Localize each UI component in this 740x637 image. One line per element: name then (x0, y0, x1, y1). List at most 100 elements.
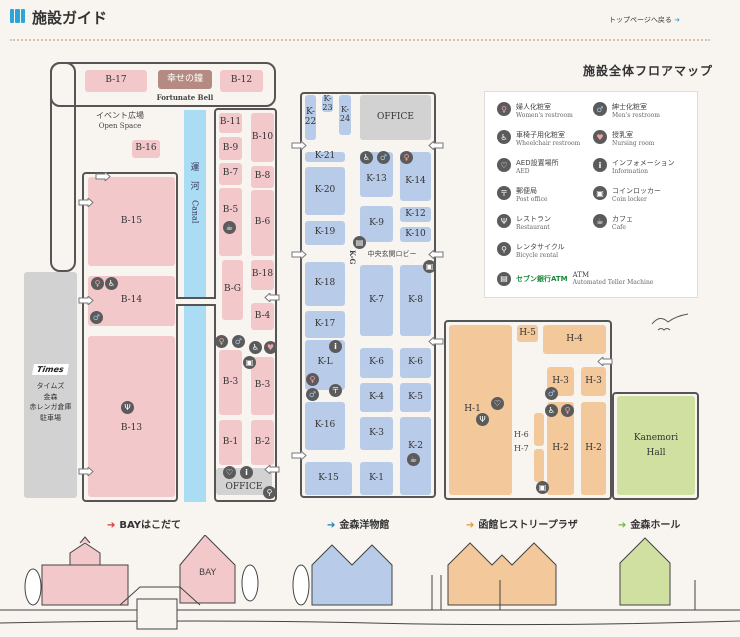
shop-b16[interactable]: B-16 (132, 140, 160, 158)
shop-k6[interactable]: K-6 (400, 348, 431, 378)
fortunate-bell-label: Fortunate Bell (156, 93, 214, 102)
legend-label-en: Bicycle rental (516, 252, 559, 259)
womens-restroom-icon[interactable] (306, 373, 319, 386)
coin-locker-icon[interactable] (536, 481, 549, 494)
restaurant-icon[interactable] (121, 401, 134, 414)
legend-label-en: Post office (516, 196, 548, 203)
mens-restroom-icon[interactable] (377, 151, 390, 164)
womens-restroom-icon[interactable] (91, 277, 104, 290)
shop-k7[interactable]: K-7 (360, 265, 393, 336)
kanemori-office[interactable]: OFFICE (360, 95, 431, 140)
shop-b18[interactable]: B-18 (251, 260, 274, 290)
wheelchair-restroom-icon[interactable] (249, 341, 262, 354)
cafe-icon[interactable] (407, 453, 420, 466)
shop-b12[interactable]: B-12 (220, 70, 263, 92)
shop-b15[interactable]: B-15 (88, 177, 175, 266)
fortunate-bell[interactable]: 幸せの鐘 (158, 70, 212, 89)
canal-label: 運 (190, 163, 200, 173)
shop-k18[interactable]: K-18 (305, 262, 345, 306)
womens-restroom-icon[interactable] (400, 151, 413, 164)
wheelchair-restroom-icon[interactable] (105, 277, 118, 290)
shop-h6[interactable] (534, 413, 544, 446)
entrance-arrow-icon (428, 141, 444, 150)
shop-k21[interactable]: K-21 (305, 151, 345, 162)
shop-k4[interactable]: K-4 (360, 383, 393, 412)
aed-icon[interactable] (223, 466, 236, 479)
shop-b6[interactable]: B-6 (251, 190, 274, 256)
hall-label: Hall (646, 447, 666, 458)
shop-k8[interactable]: K-8 (400, 265, 431, 336)
wheelchair-restroom-icon[interactable] (545, 404, 558, 417)
shop-k19[interactable]: K-19 (305, 221, 345, 245)
link-kanemori-hall[interactable]: ➔金森ホール (618, 516, 680, 531)
shop-h5[interactable]: H-5 (517, 325, 538, 342)
shop-b2[interactable]: B-2 (251, 420, 274, 465)
shop-b11[interactable]: B-11 (219, 113, 242, 133)
shop-k12[interactable]: K-12 (400, 207, 431, 222)
shop-k17[interactable]: K-17 (305, 311, 345, 338)
restaurant-icon[interactable] (476, 413, 489, 426)
mens-restroom-icon[interactable] (306, 388, 319, 401)
times-parking[interactable]: Times タイムズ 金森 赤レンガ倉庫 駐車場 (24, 272, 77, 498)
shop-h3[interactable]: H-3 (581, 367, 606, 396)
open-space-jp: イベント広場 (96, 111, 144, 120)
back-to-top-link[interactable]: トップページへ戻る ➔ (609, 15, 680, 25)
shop-b3[interactable]: B-3 (219, 350, 242, 415)
coin-locker-icon[interactable] (423, 260, 436, 273)
shop-b8[interactable]: B-8 (251, 166, 274, 188)
shop-h4[interactable]: H-4 (543, 325, 606, 354)
cafe-icon[interactable] (223, 221, 236, 234)
post-office-icon[interactable] (329, 384, 342, 397)
wheelchair-restroom-icon[interactable] (360, 151, 373, 164)
information-icon[interactable] (240, 466, 253, 479)
shop-h2[interactable]: H-2 (547, 402, 574, 495)
coin-locker-icon[interactable] (243, 356, 256, 369)
atm-icon[interactable] (353, 236, 366, 249)
legend-label: カフェ (612, 215, 633, 223)
shop-k24[interactable]: K-24 (339, 95, 351, 135)
link-kanemori-yobutsukan[interactable]: ➔金森洋物館 (327, 516, 389, 531)
shop-h7[interactable] (534, 449, 544, 482)
shop-h2[interactable]: H-2 (581, 402, 606, 495)
shop-b10[interactable]: B-10 (251, 113, 274, 162)
aed-icon[interactable] (491, 397, 504, 410)
mens-restroom-icon[interactable] (90, 311, 103, 324)
legend-label-en: Cafe (612, 224, 626, 231)
shop-b1[interactable]: B-1 (219, 420, 242, 465)
shop-k9[interactable]: K-9 (360, 206, 393, 242)
shop-k22[interactable]: K-22 (305, 95, 316, 140)
shop-b13[interactable]: B-13 (88, 336, 175, 497)
nursing-room-icon[interactable] (264, 341, 277, 354)
womens-restroom-icon[interactable] (215, 335, 228, 348)
bicycle-rental-icon[interactable] (263, 486, 276, 499)
mens-restroom-icon[interactable] (545, 387, 558, 400)
aed-icon (497, 158, 511, 172)
shop-bg[interactable]: B-G (222, 260, 243, 320)
shop-b7[interactable]: B-7 (219, 163, 242, 185)
shop-k6[interactable]: K-6 (360, 348, 393, 378)
shop-k5[interactable]: K-5 (400, 383, 431, 412)
link-bay-hakodate[interactable]: ➔BAYはこだて (107, 516, 181, 531)
shop-b17[interactable]: B-17 (85, 70, 147, 92)
shop-k20[interactable]: K-20 (305, 167, 345, 215)
shop-b4[interactable]: B-4 (251, 303, 274, 330)
link-hakodate-history-plaza[interactable]: ➔函館ヒストリープラザ (466, 516, 578, 531)
legend-label: 授乳室 (612, 131, 633, 139)
shop-k15[interactable]: K-15 (305, 462, 352, 495)
shop-k16[interactable]: K-16 (305, 402, 345, 450)
information-icon[interactable] (329, 340, 342, 353)
shop-b9[interactable]: B-9 (219, 137, 242, 160)
entrance-arrow-icon (291, 451, 307, 460)
womens-restroom-icon[interactable] (561, 404, 574, 417)
shop-k23[interactable]: K-23 (322, 93, 333, 112)
shop-k3[interactable]: K-3 (360, 417, 393, 450)
shop-b3[interactable]: B-3 (251, 357, 274, 415)
shop-h1[interactable]: H-1 (449, 325, 512, 495)
shop-k1[interactable]: K-1 (360, 462, 393, 495)
shop-k10[interactable]: K-10 (400, 227, 431, 242)
mens-restroom-icon[interactable] (232, 335, 245, 348)
post-office-icon (497, 186, 511, 200)
